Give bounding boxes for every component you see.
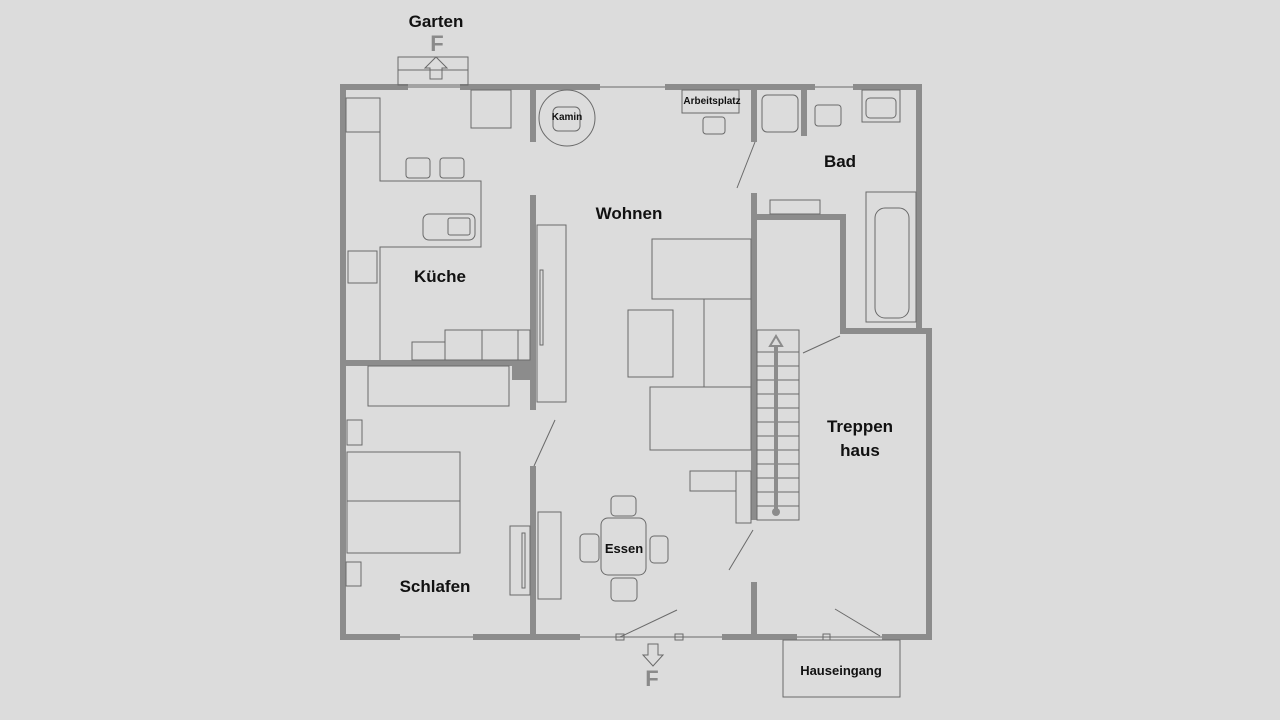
room-label-hauseingang: Hauseingang — [800, 663, 882, 678]
staircase — [756, 329, 800, 521]
windows-doors — [400, 86, 882, 641]
arrow-garden-icon — [397, 56, 469, 86]
room-label-wohnen: Wohnen — [595, 204, 663, 223]
room-label-treppenhaus: Treppen haus — [826, 417, 894, 460]
arrow-exit-icon — [641, 643, 665, 667]
room-label-essen: Essen — [604, 541, 644, 556]
room-label-garten: Garten — [408, 12, 464, 31]
room-label-schlafen: Schlafen — [399, 577, 471, 596]
label-arbeitsplatz: Arbeitsplatz — [683, 96, 741, 107]
furniture — [345, 89, 917, 698]
label-kamin: Kamin — [551, 112, 583, 123]
walls — [340, 84, 932, 640]
marker-f-bottom: F — [645, 666, 659, 691]
room-label-bad: Bad — [823, 152, 857, 171]
marker-f-top: F — [430, 31, 444, 56]
room-label-kueche: Küche — [414, 267, 466, 286]
